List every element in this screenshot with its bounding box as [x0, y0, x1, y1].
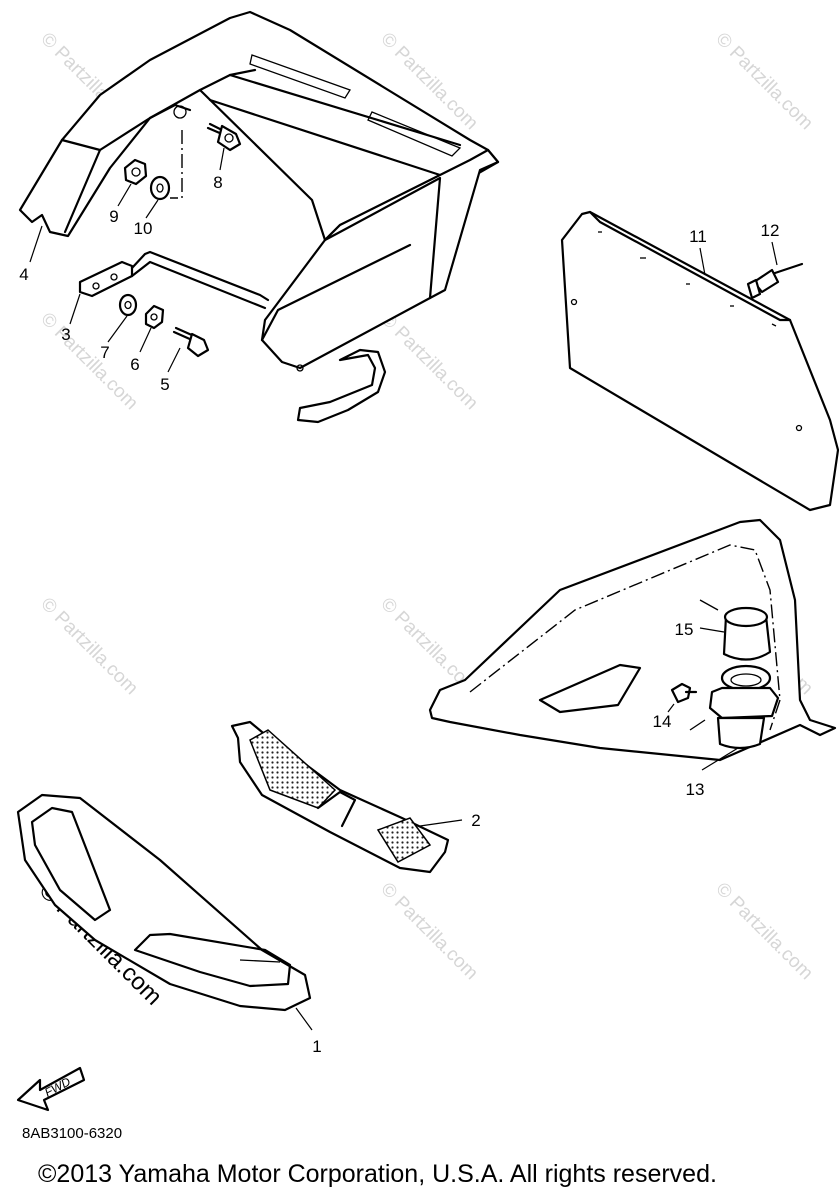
callout-6: 6	[130, 355, 139, 374]
diagram-part-code: 8AB3100-6320	[22, 1125, 123, 1142]
part-7-washer	[118, 293, 138, 317]
callout-2: 2	[471, 811, 480, 830]
copyright-notice: ©2013 Yamaha Motor Corporation, U.S.A. A…	[38, 1160, 717, 1188]
svg-text:© Partzilla.com: © Partzilla.com	[36, 594, 141, 699]
callout-13: 13	[686, 780, 705, 799]
callout-labels: 1 2 3 4 5 6 7 8 9 10 11 12 13 14 15	[19, 173, 779, 1056]
svg-text:© Partzilla.com: © Partzilla.com	[376, 309, 481, 414]
svg-text:© Partzilla.com: © Partzilla.com	[711, 29, 816, 134]
part-14-screw	[670, 682, 698, 704]
part-6-nut	[144, 304, 165, 330]
fwd-arrow-icon: FWD	[16, 1066, 86, 1112]
callout-11: 11	[689, 227, 707, 246]
hidden-line-10	[170, 130, 183, 199]
leader-lines	[29, 147, 778, 1031]
callout-1: 1	[312, 1037, 321, 1056]
callout-3: 3	[61, 325, 70, 344]
part-5-bolt	[172, 326, 210, 358]
part-1-trim	[16, 793, 312, 1012]
part-4-side-panel	[260, 148, 500, 372]
callout-15: 15	[675, 620, 694, 639]
part-13-cover	[428, 518, 837, 762]
svg-text:© Partzilla.com: © Partzilla.com	[711, 879, 816, 984]
svg-text:© Partzilla.com: © Partzilla.com	[36, 309, 141, 414]
callout-7: 7	[100, 343, 109, 362]
callout-5: 5	[160, 375, 169, 394]
callout-10: 10	[134, 219, 153, 238]
part-13-socket	[708, 664, 780, 750]
callout-12: 12	[761, 221, 780, 240]
callout-8: 8	[213, 173, 222, 192]
part-10-washer	[149, 175, 171, 201]
callout-9: 9	[109, 207, 118, 226]
part-12-clip	[746, 262, 804, 300]
callout-4: 4	[19, 265, 28, 284]
part-11-panel	[560, 210, 839, 512]
part-8-bolt	[206, 122, 242, 152]
part-9-nut	[123, 158, 148, 186]
svg-text:© Partzilla.com: © Partzilla.com	[376, 879, 481, 984]
part-3-bracket	[78, 250, 387, 424]
part-2-reflector	[230, 720, 450, 874]
callout-14: 14	[653, 712, 672, 731]
part-15-cap	[722, 606, 772, 661]
